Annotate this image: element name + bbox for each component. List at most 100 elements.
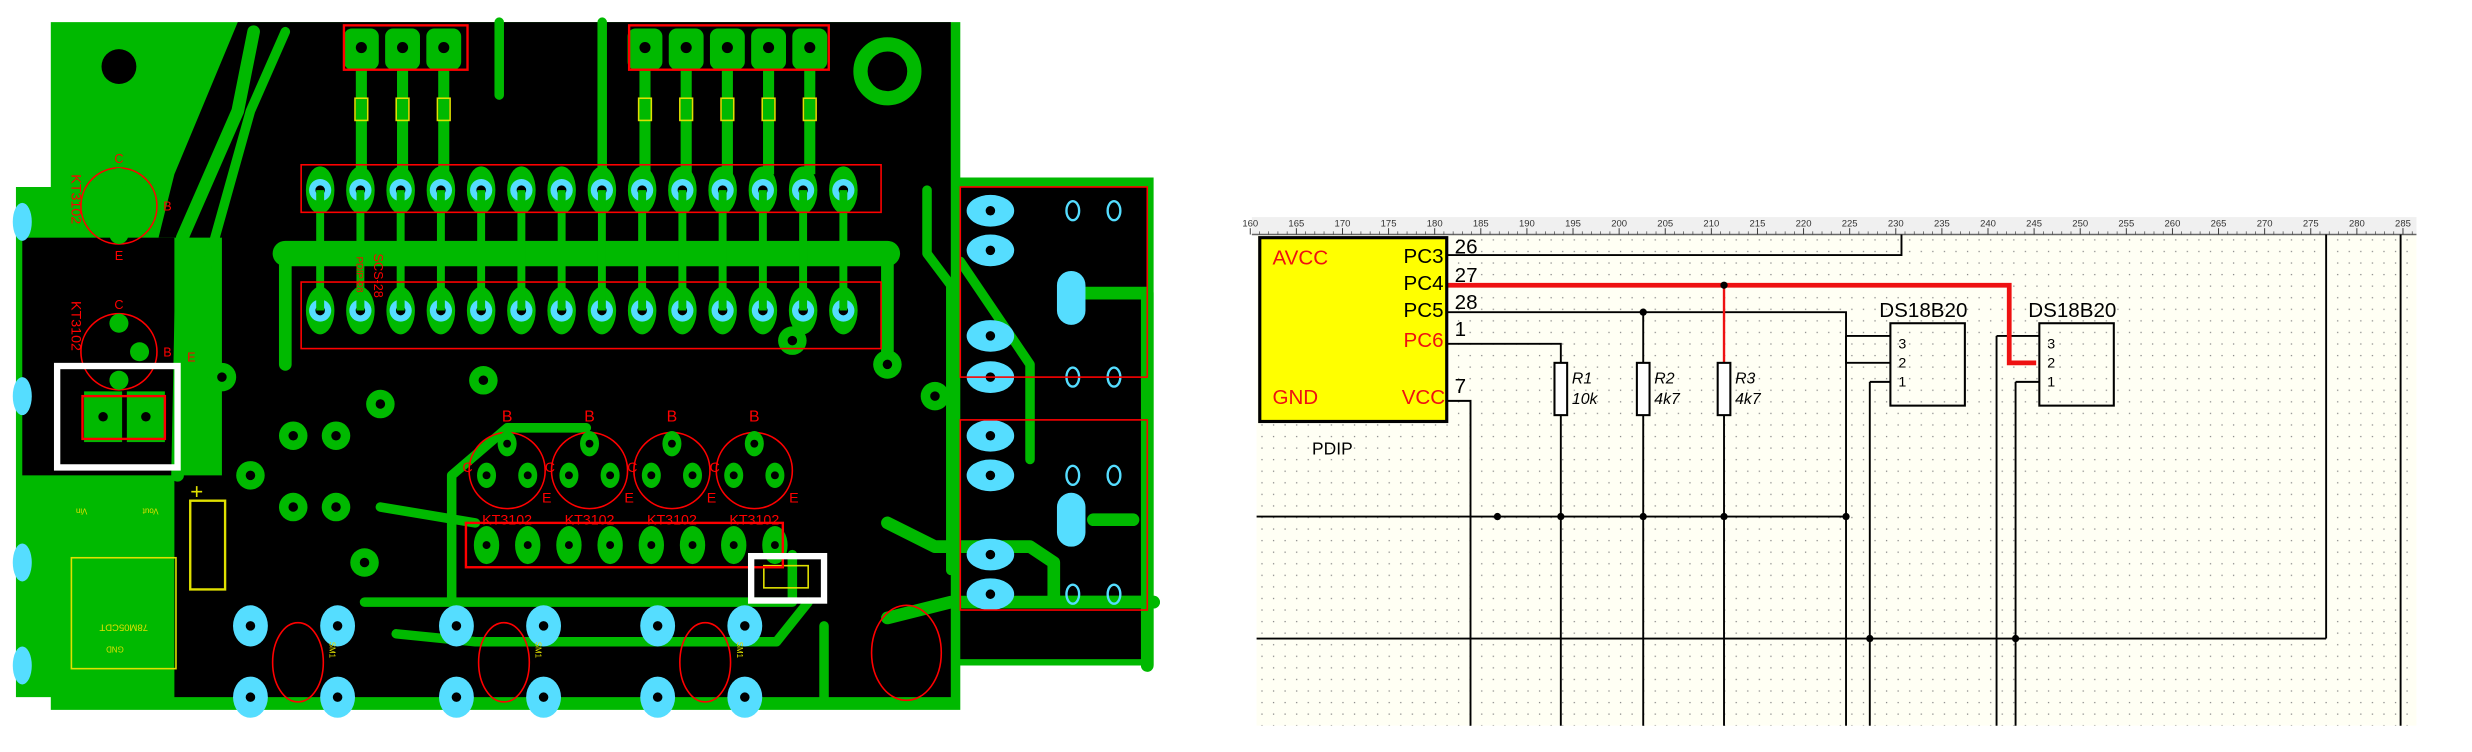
ruler-label: 235 bbox=[1934, 219, 1950, 230]
ruler-label: 275 bbox=[2303, 219, 2319, 230]
header-pad-hole bbox=[680, 41, 692, 54]
highlighted-net-pc4[interactable] bbox=[1446, 282, 2037, 366]
smd-resistor bbox=[761, 97, 776, 122]
transistor-pad-hole bbox=[564, 541, 573, 550]
transistor-pad-hole bbox=[606, 541, 615, 550]
transistor-label: KT3102 bbox=[647, 512, 697, 528]
header-pad-hole bbox=[438, 41, 450, 54]
edge-pad[interactable] bbox=[12, 543, 32, 582]
connector-pad-hole bbox=[985, 430, 996, 441]
smd-resistor bbox=[436, 97, 451, 122]
mounting-hole-ring bbox=[853, 37, 922, 106]
switch-outline bbox=[679, 621, 732, 703]
junction bbox=[2011, 634, 2020, 643]
connector-pad-hole bbox=[985, 589, 996, 599]
transistor-pad[interactable] bbox=[109, 167, 129, 187]
junction bbox=[1720, 512, 1728, 521]
ruler-label: 280 bbox=[2349, 219, 2365, 230]
transistor-pad[interactable] bbox=[130, 196, 150, 216]
microcontroller-symbol[interactable]: AVCC GND PC3 PC4 PC5 PC6 VCC 26 27 28 1 … bbox=[1258, 236, 1478, 459]
connector-outline bbox=[959, 419, 1149, 611]
junction bbox=[1493, 512, 1502, 521]
switch-pad-hole bbox=[538, 621, 549, 631]
ruler-label: 260 bbox=[2165, 219, 2181, 230]
switch-outline bbox=[271, 621, 325, 703]
connector-hole bbox=[1065, 464, 1081, 487]
highlight-box-connector[interactable] bbox=[53, 362, 181, 471]
connector-hole bbox=[1065, 583, 1081, 605]
ruler-label: 240 bbox=[1980, 219, 1996, 230]
junction bbox=[1866, 634, 1874, 643]
switch-pad-hole bbox=[740, 621, 750, 631]
edge-pad[interactable] bbox=[12, 377, 32, 416]
resistor-value: 10k bbox=[1572, 391, 1599, 408]
regulator-vin: Vin bbox=[76, 507, 87, 516]
connector-pad-hole bbox=[985, 205, 996, 216]
resistor-ref: R1 bbox=[1572, 370, 1592, 387]
transistor-pad[interactable] bbox=[130, 342, 150, 362]
header-pad-hole bbox=[639, 41, 651, 54]
header-pad-hole bbox=[721, 41, 733, 54]
via-hole bbox=[882, 359, 893, 370]
ruler-label: 210 bbox=[1703, 219, 1719, 230]
header-pad-hole bbox=[763, 41, 775, 54]
transistor-pad-hole bbox=[688, 471, 697, 480]
ruler-label: 250 bbox=[2072, 219, 2088, 230]
junction bbox=[1639, 308, 1647, 316]
resistor-value: 4k7 bbox=[1735, 391, 1762, 408]
connector-pad-hole bbox=[985, 245, 996, 256]
switch-pad-hole bbox=[740, 692, 750, 702]
via-hole bbox=[245, 470, 256, 481]
via-hole bbox=[930, 391, 940, 401]
header-pad-hole bbox=[355, 41, 367, 54]
switch-label: SM1 bbox=[534, 642, 543, 659]
transistor-pad-hole bbox=[503, 439, 512, 448]
transistor-collector-label: C bbox=[545, 460, 555, 476]
transistor-pad-hole bbox=[729, 541, 738, 550]
power-connector-hole bbox=[141, 411, 151, 422]
smd-resistor bbox=[637, 97, 653, 122]
ruler-label: 170 bbox=[1335, 219, 1351, 230]
highlight-box-smd[interactable] bbox=[747, 552, 828, 604]
transistor-collector-label: C bbox=[710, 460, 720, 476]
edge-pad[interactable] bbox=[12, 646, 32, 685]
chip-package: PDIP bbox=[1312, 439, 1353, 459]
junction bbox=[1842, 512, 1850, 521]
connector-oval-pad[interactable] bbox=[1056, 270, 1086, 325]
buzzer-outline bbox=[870, 604, 943, 702]
transistor-pad-hole bbox=[523, 541, 532, 550]
transistor-pad[interactable] bbox=[109, 224, 129, 245]
transistor-emitter-label: E bbox=[707, 490, 717, 506]
switch-label: SM1 bbox=[328, 642, 337, 659]
transistor-pad-hole bbox=[606, 471, 615, 480]
pcb-clearance bbox=[158, 22, 951, 698]
sensor-name: DS18B20 bbox=[1879, 299, 1967, 322]
edge-pad[interactable] bbox=[12, 202, 32, 241]
switch-pad-hole bbox=[451, 621, 462, 631]
resistor-body bbox=[1553, 361, 1569, 417]
transistor-collector-label: C bbox=[114, 152, 123, 166]
smd-resistor bbox=[679, 97, 694, 122]
regulator-outline bbox=[70, 556, 177, 670]
pin-num-26: 26 bbox=[1455, 236, 1478, 259]
transistor-base-label: B bbox=[502, 408, 513, 425]
regulator-gnd: GND bbox=[106, 644, 124, 653]
ruler-label: 200 bbox=[1611, 219, 1627, 230]
smd-resistor bbox=[354, 97, 369, 122]
switch-pad-hole bbox=[245, 621, 256, 631]
wires bbox=[1256, 234, 2402, 726]
connector-oval-pad[interactable] bbox=[1056, 492, 1086, 547]
transistor-emitter-label: E bbox=[789, 490, 799, 506]
transistor-pad[interactable] bbox=[109, 370, 129, 390]
transistor-pad[interactable] bbox=[109, 313, 129, 333]
ruler-label: 215 bbox=[1750, 219, 1766, 230]
ruler[interactable] bbox=[1251, 217, 2417, 235]
transistor-pad-hole bbox=[688, 541, 697, 550]
